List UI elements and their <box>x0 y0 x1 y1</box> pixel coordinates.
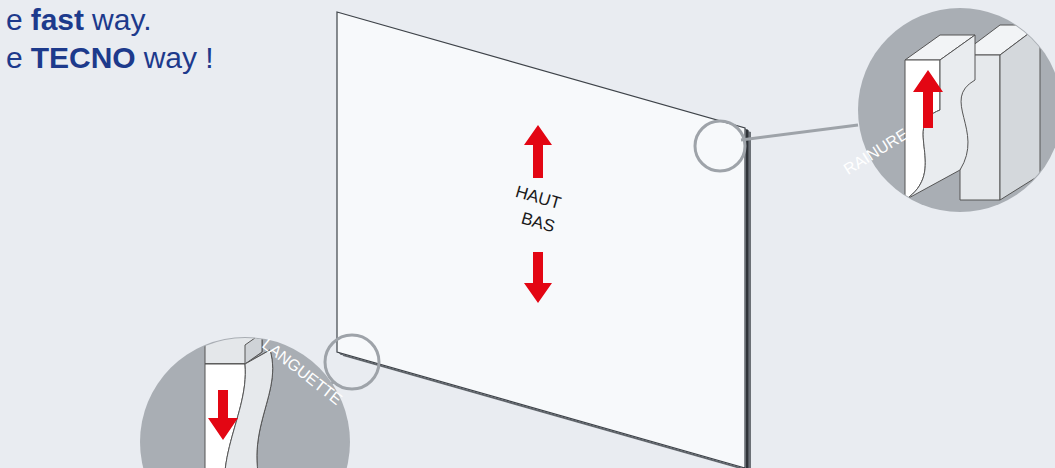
headline-text: fast <box>31 3 84 36</box>
headline-line: efastway. <box>6 2 160 38</box>
headline-text: TECNO <box>31 41 136 74</box>
tongue-detail <box>140 333 379 468</box>
headline-text: way ! <box>144 41 214 74</box>
groove-detail <box>695 8 1055 212</box>
headline-line: eTECNOway ! <box>6 40 222 76</box>
headline-text: e <box>6 3 23 36</box>
headline-text: e <box>6 41 23 74</box>
glass-panel <box>337 12 751 468</box>
headline-text: way. <box>92 3 151 36</box>
